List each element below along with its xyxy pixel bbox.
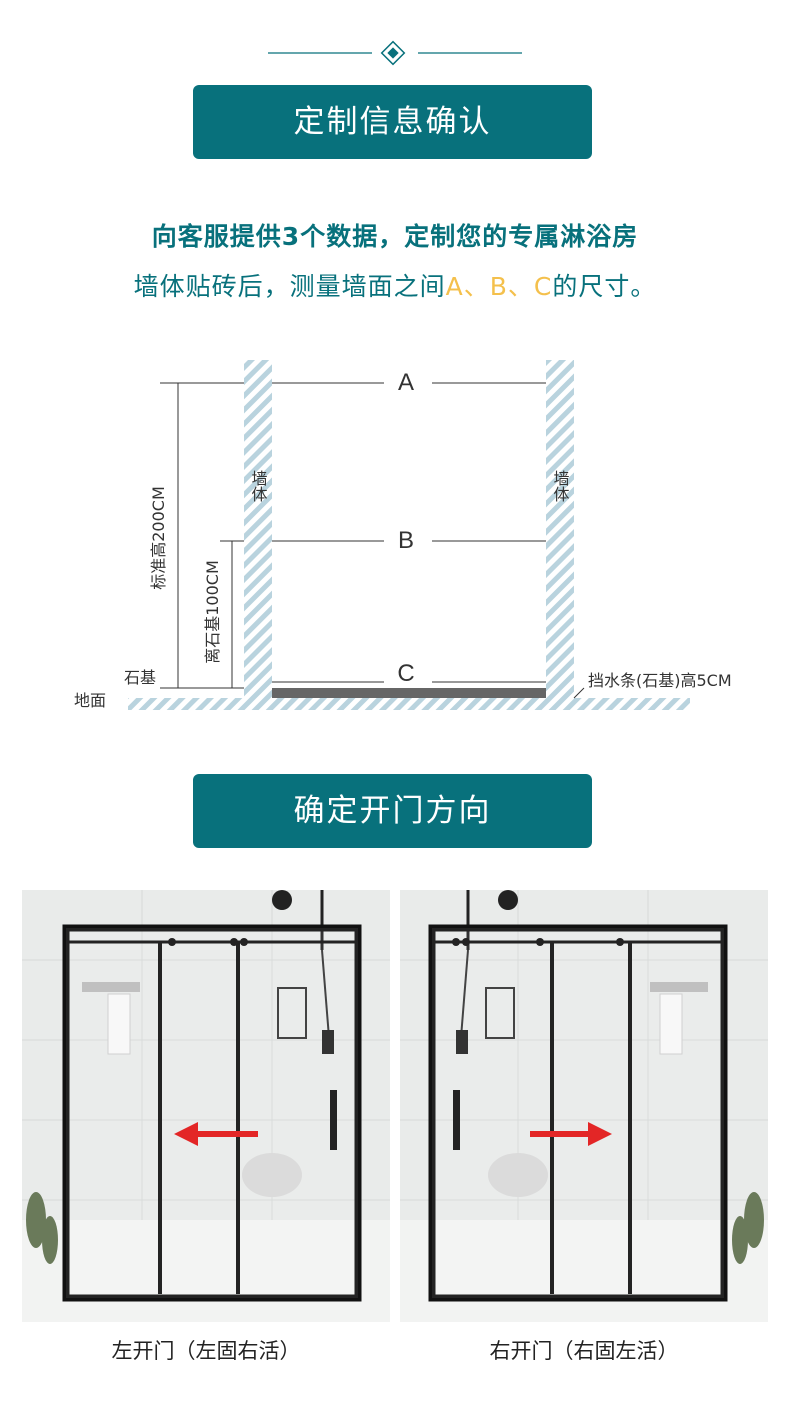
intro-line-1: 向客服提供3个数据，定制您的专属淋浴房 xyxy=(151,222,639,251)
intro-highlight-b: B xyxy=(489,272,508,301)
left-wall-label: 墙体 xyxy=(249,470,268,502)
standard-height-label: 标准高200CM xyxy=(149,486,168,590)
label-a: A xyxy=(398,369,414,396)
right-open-caption: 右开门（右固左活） xyxy=(489,1339,679,1363)
left-open-caption: 左开门（左固右活） xyxy=(111,1339,301,1363)
water-strip-label: 挡水条(石基)高5CM xyxy=(588,671,732,690)
section-title-door-direction: 确定开门方向 xyxy=(193,774,592,848)
label-b: B xyxy=(398,527,414,554)
right-open-shower-image xyxy=(400,890,768,1322)
intro-line-2-end: 的尺寸。 xyxy=(552,272,657,301)
left-open-shower-image xyxy=(22,890,390,1322)
intro-line-2-text: 墙体贴砖后，测量墙面之间 xyxy=(133,272,446,301)
intro-line-2: 墙体贴砖后，测量墙面之间A、B、C的尺寸。 xyxy=(0,267,790,303)
title-ornament xyxy=(268,40,522,66)
section-title-custom-info: 定制信息确认 xyxy=(193,85,592,159)
right-wall xyxy=(546,360,574,698)
intro-highlight-c: C xyxy=(533,272,553,301)
floor-hatch xyxy=(128,698,690,710)
floor-label: 地面 xyxy=(74,691,106,710)
right-wall-label: 墙体 xyxy=(551,470,570,502)
measurement-diagram: A B C 墙体 墙体 标准高200CM 离石基100CM 石基 地面 挡水条(… xyxy=(74,360,732,710)
base-height-label: 离石基100CM xyxy=(203,560,222,664)
intro-sep-2: 、 xyxy=(507,272,534,301)
intro-highlight-a: A xyxy=(445,272,464,301)
left-wall xyxy=(244,360,272,698)
stone-base xyxy=(272,688,546,698)
label-c: C xyxy=(397,660,414,687)
intro-sep-1: 、 xyxy=(463,272,490,301)
base-label: 石基 xyxy=(124,668,156,687)
